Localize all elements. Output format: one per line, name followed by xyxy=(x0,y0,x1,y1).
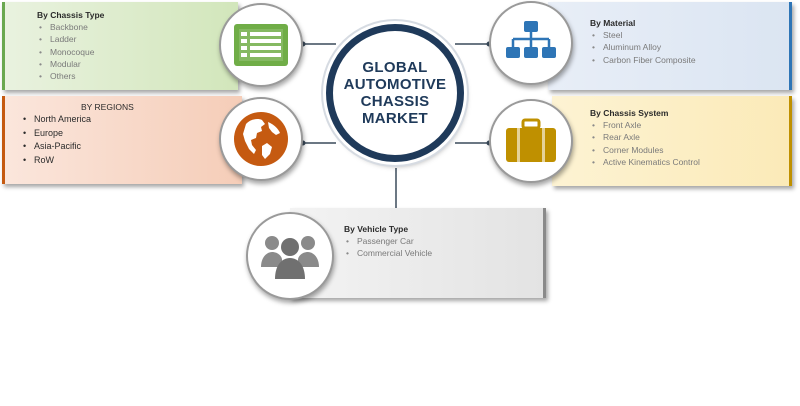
list-icon xyxy=(234,24,288,66)
segment-title: BY REGIONS xyxy=(81,102,134,112)
list-item: Carbon Fiber Composite xyxy=(590,54,789,67)
center-market-circle: GLOBAL AUTOMOTIVE CHASSIS MARKET xyxy=(326,24,464,162)
segment-title: By Material xyxy=(590,18,636,28)
list-item: RoW xyxy=(21,154,242,168)
list-item: Asia-Pacific xyxy=(21,140,242,154)
list-icon-badge xyxy=(219,3,303,87)
segment-title: By Chassis System xyxy=(590,108,669,118)
segment-regions: BY REGIONS North America Europe Asia-Pac… xyxy=(2,96,242,184)
list-item: Aluminum Alloy xyxy=(590,41,789,54)
list-item: Active Kinematics Control xyxy=(590,156,789,169)
list-item: Commercial Vehicle xyxy=(344,247,543,260)
list-item: Front Axle xyxy=(590,119,789,132)
segment-chassis-type: By Chassis Type Backbone Ladder Monocoqu… xyxy=(2,2,238,90)
segment-title: By Vehicle Type xyxy=(344,224,409,234)
segment-title: By Chassis Type xyxy=(37,10,105,20)
segment-list: Front Axle Rear Axle Corner Modules Acti… xyxy=(590,119,789,168)
list-item: Modular xyxy=(37,58,238,71)
list-item: Corner Modules xyxy=(590,144,789,157)
list-item: Others xyxy=(37,70,238,83)
hierarchy-icon-badge xyxy=(489,1,573,85)
list-item: Passenger Car xyxy=(344,235,543,248)
briefcase-icon-badge xyxy=(489,99,573,183)
list-item: Ladder xyxy=(37,33,238,46)
segment-list: Steel Aluminum Alloy Carbon Fiber Compos… xyxy=(590,29,789,66)
list-item: Rear Axle xyxy=(590,131,789,144)
hierarchy-icon xyxy=(506,21,556,58)
center-title: GLOBAL AUTOMOTIVE CHASSIS MARKET xyxy=(343,59,447,127)
segment-list: Backbone Ladder Monocoque Modular Others xyxy=(37,21,238,83)
segment-list: North America Europe Asia-Pacific RoW xyxy=(21,113,242,167)
segment-list: Passenger Car Commercial Vehicle xyxy=(344,235,543,260)
people-icon xyxy=(261,236,319,279)
list-item: Europe xyxy=(21,127,242,141)
list-item: Monocoque xyxy=(37,46,238,59)
briefcase-icon xyxy=(506,118,556,162)
list-item: Backbone xyxy=(37,21,238,34)
people-icon-badge xyxy=(246,212,334,300)
globe-icon xyxy=(234,112,288,166)
globe-icon-badge xyxy=(219,97,303,181)
segment-material: By Material Steel Aluminum Alloy Carbon … xyxy=(548,2,792,90)
segment-chassis-system: By Chassis System Front Axle Rear Axle C… xyxy=(552,96,792,186)
list-item: Steel xyxy=(590,29,789,42)
list-item: North America xyxy=(21,113,242,127)
